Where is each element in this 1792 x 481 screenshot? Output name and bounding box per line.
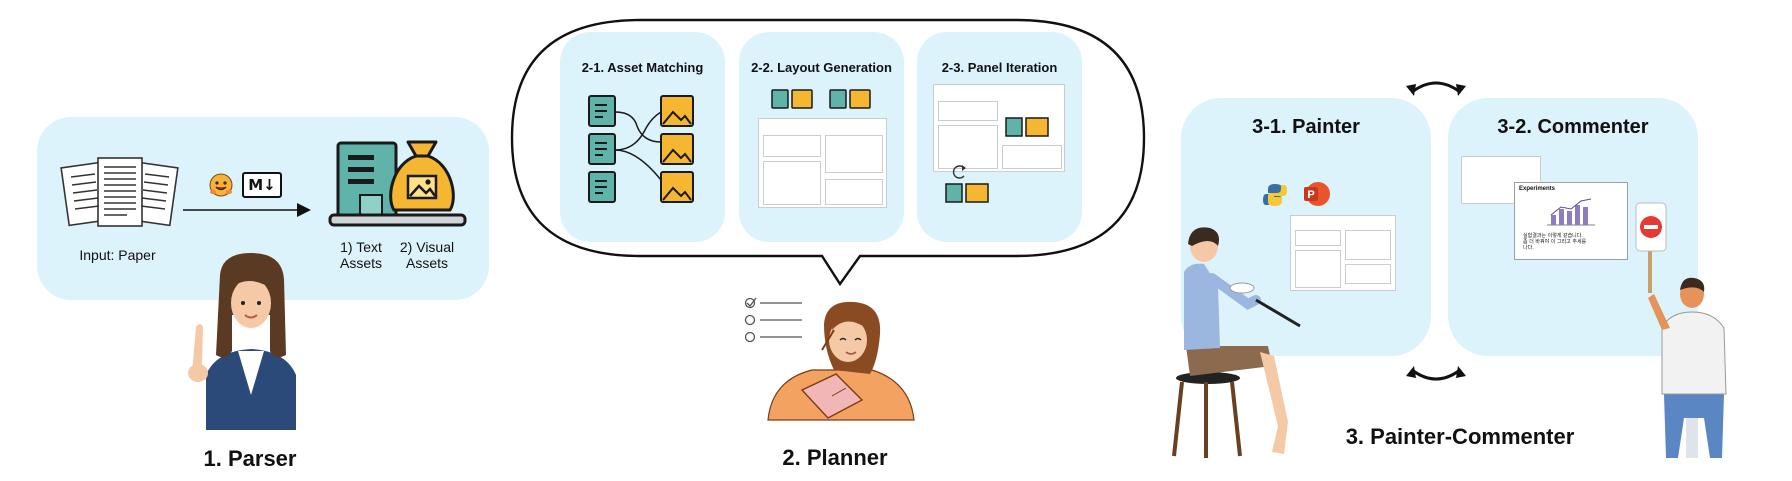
zoom-bar-chart xyxy=(1547,198,1595,226)
mini-section-experiments xyxy=(825,135,883,173)
painter-label: 3-1. Painter xyxy=(1252,116,1360,138)
zoom-heading: Experiments xyxy=(1519,186,1556,192)
painter-person-illustration xyxy=(1172,227,1301,458)
zoom-korean-text: 실험결과는 이렇게 같습니다. 좀 더 바꿔야 이 그리고 추세를 나다. xyxy=(1523,233,1587,251)
svg-text:P: P xyxy=(1307,189,1314,201)
panel-iteration-title: 2-3. Panel Iteration xyxy=(941,60,1058,75)
painter-section-experiments xyxy=(1345,230,1391,260)
painter-mini-poster xyxy=(1290,215,1396,291)
commenter-person-illustration xyxy=(1648,277,1727,458)
visual-assets-label: 2) Visual Assets xyxy=(399,239,455,271)
planner-person-illustration xyxy=(767,301,915,421)
mini-section-method xyxy=(763,161,821,205)
bottom-cycle-arrow xyxy=(1406,366,1466,381)
input-paper-label: Input: Paper xyxy=(79,247,156,263)
planner-title: 2. Planner xyxy=(782,445,888,470)
parse-arrow xyxy=(183,203,311,217)
painter-commenter-title: 3. Painter-Commenter xyxy=(1345,424,1575,449)
layout-mini-poster xyxy=(758,118,887,208)
layout-generation-title: 2-2. Layout Generation xyxy=(751,60,892,75)
asset-matching-diagram xyxy=(588,95,694,203)
text-assets-label: 1) Text Assets xyxy=(339,239,382,271)
iteration-assets xyxy=(1005,117,1049,137)
commenter-zoom-panel: Experiments 실험결과는 이렇게 같습니다. 좀 더 바꿔야 이 그리… xyxy=(1514,182,1628,260)
stop-sign-icon xyxy=(1635,202,1667,293)
asset-matching-title: 2-1. Asset Matching xyxy=(581,60,704,75)
image-bag-icon xyxy=(389,140,455,212)
painter-section-motivation xyxy=(1295,230,1341,246)
painter-section-method xyxy=(1295,250,1341,288)
iter-section-conclusion xyxy=(1002,145,1062,169)
checklist-icon xyxy=(744,297,802,343)
hugging-face-icon xyxy=(209,173,233,197)
painter-section-conclusion xyxy=(1345,264,1391,284)
markdown-icon: M↓ xyxy=(242,172,282,198)
layout-generation-assets xyxy=(771,89,871,109)
iteration-mini-poster xyxy=(933,84,1065,172)
paper-stack-icon xyxy=(60,157,179,227)
iter-section-motivation xyxy=(938,101,998,121)
iter-section-method xyxy=(938,125,998,169)
top-cycle-arrow xyxy=(1406,81,1466,96)
commenter-label: 3-2. Commenter xyxy=(1497,116,1649,138)
python-icon xyxy=(1263,184,1287,206)
mini-section-conclusion xyxy=(825,179,883,205)
markdown-label: M↓ xyxy=(248,176,276,194)
powerpoint-icon: P xyxy=(1304,182,1330,206)
iteration-bottom-assets xyxy=(945,183,989,203)
parser-person-illustration xyxy=(188,253,296,430)
mini-section-motivation xyxy=(763,135,821,157)
asset-matching-card: 2-1. Asset Matching xyxy=(560,32,725,242)
refresh-arrow-icon xyxy=(952,165,966,179)
parser-title: 1. Parser xyxy=(203,446,297,471)
text-document-icon xyxy=(328,141,467,227)
